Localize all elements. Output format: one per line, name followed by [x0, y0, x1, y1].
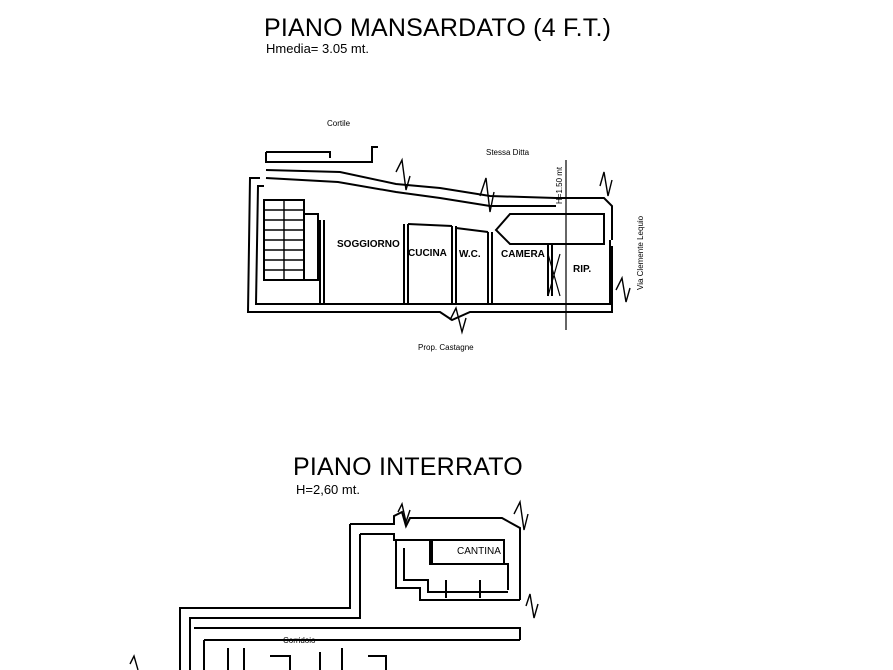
upper-plan-walls — [246, 146, 631, 335]
courtyard-label: Cortile — [327, 119, 351, 128]
dimension-label: H=1.50 mt — [555, 166, 564, 204]
room-label-cantina: CANTINA — [457, 546, 501, 557]
upper-plan-title: PIANO MANSARDATO (4 F.T.) — [264, 14, 612, 42]
south-neighbor-label: Prop. Castagne — [418, 343, 474, 352]
room-label-wc: W.C. — [459, 249, 481, 260]
lower-plan-walls — [129, 499, 539, 670]
corridor-label: Corridoio — [283, 636, 316, 645]
room-label-cucina: CUCINA — [408, 248, 447, 259]
lower-plan-title: PIANO INTERRATO — [293, 453, 523, 481]
room-label-camera: CAMERA — [501, 249, 545, 260]
upper-plan-height-note: Hmedia= 3.05 mt. — [266, 41, 369, 56]
lower-plan-height-note: H=2,60 mt. — [296, 482, 360, 497]
street-label: Via Clemente Lequio — [636, 215, 645, 290]
room-label-soggiorno: SOGGIORNO — [337, 239, 400, 250]
room-label-rip: RIP. — [573, 264, 592, 275]
neighbor-label: Stessa Ditta — [486, 148, 530, 157]
